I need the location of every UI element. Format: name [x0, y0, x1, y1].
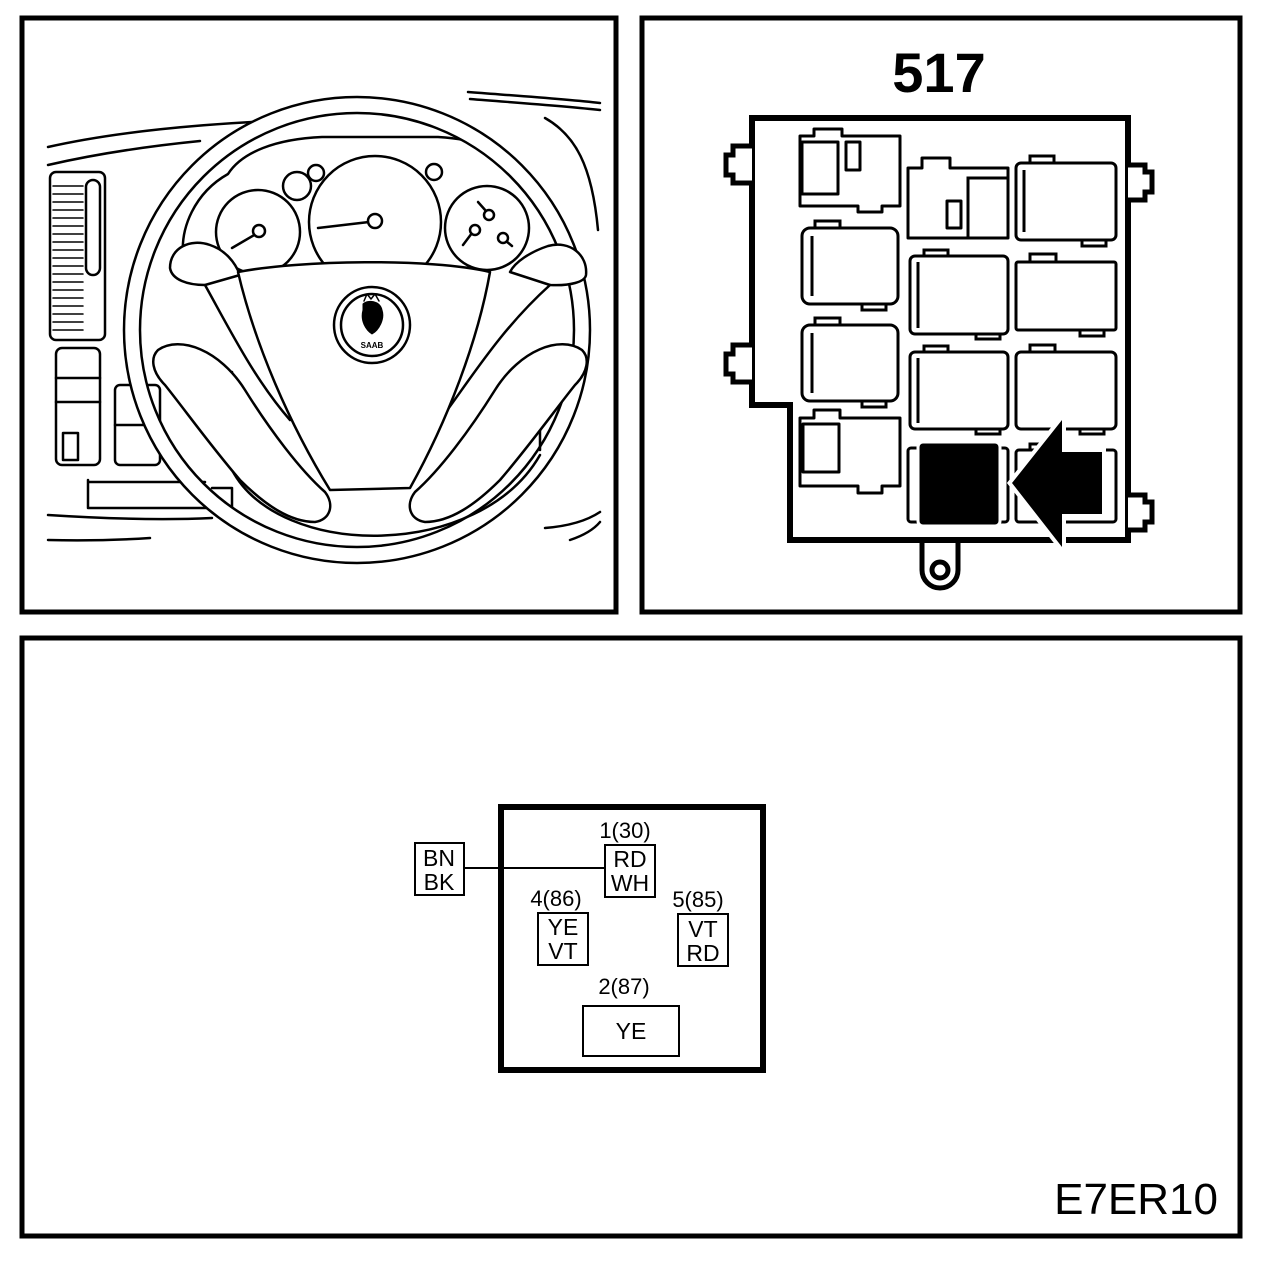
relay-slot — [800, 219, 900, 312]
relay-slot — [798, 127, 902, 214]
switch-indicator — [61, 431, 80, 462]
auxiliary-needle — [476, 200, 488, 213]
pin-terminal: 4(86) YE VT — [530, 886, 589, 966]
wire-color-text: BK — [424, 869, 455, 895]
pin-label: 1(30) — [599, 818, 650, 843]
relay-slot — [908, 248, 1010, 341]
fuse-relay-box — [723, 115, 1155, 591]
panel-border — [639, 15, 1243, 615]
pin-box — [537, 912, 589, 966]
relay-slot — [1014, 252, 1118, 338]
panel-border — [19, 15, 619, 615]
highlighted-relay-body — [916, 440, 1002, 528]
auxiliary-dial-hub — [496, 231, 510, 245]
wire-color-text: WH — [611, 870, 649, 896]
highlighted-relay — [906, 440, 1010, 528]
housing-clip — [1128, 162, 1155, 203]
speedometer-needle — [316, 220, 371, 230]
speedometer-hub — [366, 212, 384, 230]
auxiliary-dial-hub — [482, 208, 496, 222]
dashboard-top-edge — [46, 120, 254, 149]
relay-connector: BN BK 1(30) RD WH 4(86) YE VT 5(85) VT — [414, 804, 766, 1073]
pin-label: 5(85) — [672, 887, 723, 912]
relay-box-panel: 517 — [639, 15, 1243, 615]
connector-outline — [498, 804, 766, 1073]
location-arrow — [1006, 408, 1106, 559]
tachometer-needle — [230, 232, 258, 250]
lower-wheel-contour — [230, 453, 542, 537]
upper-left-spoke — [168, 241, 242, 287]
pin-label: 4(86) — [530, 886, 581, 911]
dashboard-upper-trim — [46, 139, 202, 167]
wire-color-text: YE — [548, 914, 579, 940]
relay-slot — [800, 316, 900, 409]
relay-slot — [908, 344, 1010, 436]
housing-clip — [1128, 492, 1155, 533]
relay-box-housing — [749, 115, 1131, 543]
steering-wheel-rim — [122, 95, 592, 565]
griffin-icon — [361, 300, 384, 335]
relay-slot — [906, 156, 1010, 240]
pin-box — [604, 844, 656, 898]
air-vent-housing — [48, 170, 107, 342]
airbag-cover — [236, 261, 492, 492]
dashboard-right-contour — [543, 116, 600, 232]
panel-border — [19, 635, 1243, 1239]
wire-color-text: BN — [423, 845, 455, 871]
air-vent — [48, 170, 107, 342]
lower-left-spoke — [152, 343, 332, 524]
lower-right-spoke — [408, 343, 588, 524]
wire-color-text: RD — [613, 846, 646, 872]
dashboard-lower-trim — [46, 510, 602, 542]
indicator-lamp — [281, 170, 313, 202]
housing-clip — [723, 143, 752, 186]
upper-right-spoke — [508, 243, 588, 287]
air-vent-slot — [84, 178, 102, 277]
steering-wheel-panel: SAAB — [19, 15, 619, 615]
indicator-lamp — [424, 162, 444, 182]
indicator-lamp — [306, 163, 326, 183]
tachometer-hub — [251, 223, 267, 239]
switch-block-left — [54, 346, 102, 467]
pin-terminal: 1(30) RD WH — [599, 818, 656, 898]
housing-clip — [723, 342, 752, 385]
wire-color-text: RD — [686, 940, 719, 966]
wire-color-text: VT — [688, 916, 717, 942]
brand-logo: SAAB — [332, 285, 412, 365]
relay-slot — [798, 408, 902, 495]
wire-color-text: VT — [548, 938, 577, 964]
pin-box — [582, 1005, 680, 1057]
logo-lettering: SAAB — [361, 341, 384, 350]
pin-terminal: 2(87) YE — [582, 974, 680, 1057]
auxiliary-needle — [461, 231, 474, 247]
auxiliary-gauge — [443, 184, 531, 272]
relay-box-number: 517 — [892, 41, 985, 104]
relay-slot — [1014, 343, 1118, 436]
figure-code: E7ER10 — [1054, 1175, 1218, 1224]
mounting-hole — [929, 559, 951, 581]
connector-panel: BN BK 1(30) RD WH 4(86) YE VT 5(85) VT — [19, 635, 1243, 1239]
wire-color-box — [414, 842, 465, 896]
auxiliary-dial-hub — [468, 223, 482, 237]
wire-color-text: YE — [616, 1018, 647, 1044]
pin-label: 2(87) — [598, 974, 649, 999]
crown-icon — [363, 293, 380, 302]
steering-wheel-illustration: SAAB — [46, 90, 602, 565]
switch-divider — [54, 376, 102, 404]
air-vent-slats — [52, 185, 84, 331]
pin-terminal: 5(85) VT RD — [672, 887, 729, 967]
pin-box — [677, 913, 729, 967]
relay-slot — [1014, 154, 1118, 248]
windshield-base — [466, 90, 602, 112]
